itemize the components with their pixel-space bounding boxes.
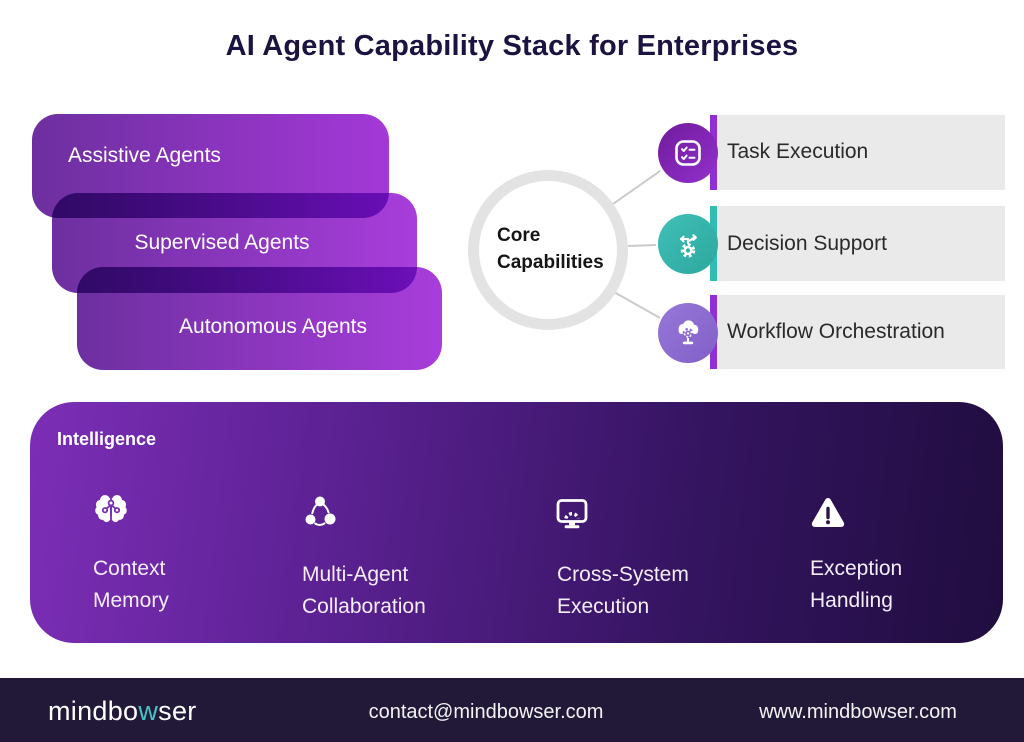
capability-panel-task-execution bbox=[717, 115, 1005, 190]
core-capabilities-label: Core Capabilities bbox=[497, 225, 604, 273]
website-link[interactable]: www.mindbowser.com bbox=[759, 701, 957, 723]
core-capabilities-circle: Core Capabilities bbox=[468, 170, 628, 330]
mindbowser-logo: mindbowser bbox=[48, 696, 197, 726]
footer-bar bbox=[0, 678, 1024, 742]
cloud-gear-network-icon bbox=[678, 320, 699, 345]
checklist-icon bbox=[675, 140, 701, 166]
contact-email-link[interactable]: contact@mindbowser.com bbox=[368, 701, 604, 723]
branch-arrows-gear-icon bbox=[679, 234, 697, 258]
task-execution-icon-circle bbox=[658, 123, 718, 183]
stack-label-supervised: Supervised Agents bbox=[134, 231, 310, 254]
warning-triangle-icon bbox=[808, 493, 848, 538]
capability-label-task-execution: Task Execution bbox=[727, 140, 869, 163]
logo-accent-letter: w bbox=[138, 696, 159, 726]
decision-support-icon-circle bbox=[658, 214, 718, 274]
stack-label-assistive: Assistive Agents bbox=[68, 144, 221, 167]
page-title: AI Agent Capability Stack for Enterprise… bbox=[225, 30, 799, 62]
three-agents-network-icon bbox=[302, 493, 338, 534]
monitor-gear-icon bbox=[553, 495, 591, 538]
capability-label-workflow-orchestration: Workflow Orchestration bbox=[727, 320, 945, 343]
capability-panel-workflow-orchestration bbox=[717, 295, 1005, 369]
intelligence-title: Intelligence bbox=[57, 429, 157, 449]
capability-label-decision-support: Decision Support bbox=[727, 232, 887, 255]
workflow-orchestration-icon-circle bbox=[658, 303, 718, 363]
stack-label-autonomous: Autonomous Agents bbox=[179, 315, 367, 338]
brain-circuit-icon bbox=[91, 489, 131, 534]
capability-panel-decision-support bbox=[717, 206, 1005, 281]
stack-card-autonomous bbox=[77, 267, 442, 370]
